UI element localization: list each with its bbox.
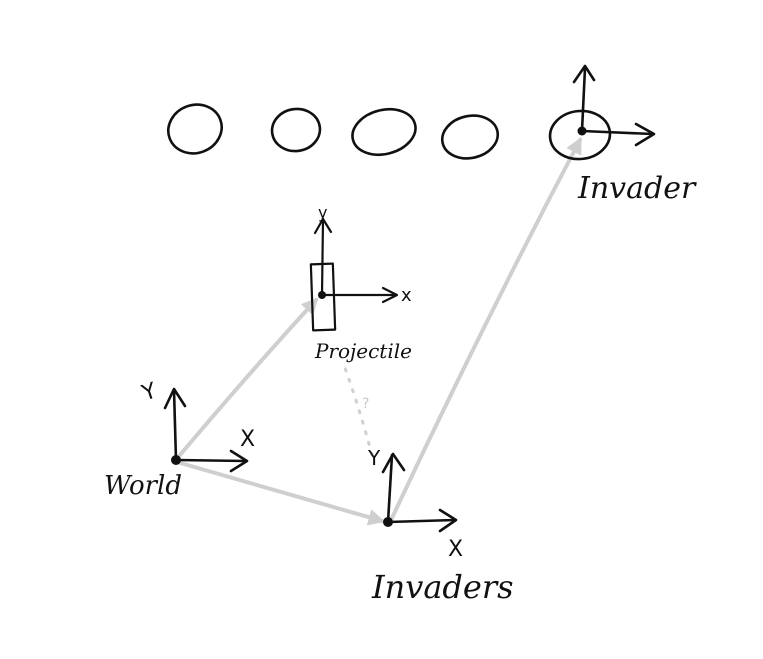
world-y-label: Y xyxy=(138,378,160,406)
world-x-axis xyxy=(174,458,248,463)
invader-row xyxy=(167,103,612,161)
relation-arrows: ? xyxy=(175,137,582,526)
relation-world-to-projectile xyxy=(178,297,319,457)
frame-world: Y X World xyxy=(104,378,255,501)
projectile-y-label: y xyxy=(318,203,327,222)
invader-circle-1 xyxy=(167,103,223,155)
relation-question-mark: ? xyxy=(362,396,369,412)
world-y-arrowhead xyxy=(163,387,187,410)
world-y-axis xyxy=(172,388,178,462)
invaders-x-arrowhead xyxy=(438,508,458,533)
invader-y-axis xyxy=(580,66,587,133)
invader-x-axis xyxy=(580,129,655,136)
invader-y-arrowhead xyxy=(572,64,596,84)
world-x-arrowhead xyxy=(229,449,249,473)
invader-circle-2 xyxy=(270,107,322,153)
invaders-y-arrowhead xyxy=(381,452,406,474)
projectile-label: Projectile xyxy=(314,339,412,363)
projectile-x-label: x xyxy=(401,285,412,306)
frame-invaders: Y X Invaders xyxy=(367,446,514,606)
projectile-y-arrowhead xyxy=(313,217,333,235)
invader-circle-4 xyxy=(440,114,500,160)
invaders-y-label: Y xyxy=(367,446,381,470)
invader-label: Invader xyxy=(577,171,697,206)
invaders-x-axis xyxy=(386,518,457,524)
invaders-x-label: X xyxy=(448,537,463,562)
relation-invaders-to-projectile xyxy=(343,366,374,457)
invader-x-arrowhead xyxy=(634,122,656,147)
world-x-label: X xyxy=(240,427,255,452)
invaders-label: Invaders xyxy=(371,568,514,606)
relation-world-to-invaders xyxy=(175,460,386,526)
projectile-y-axis xyxy=(320,218,325,297)
relation-invaders-to-invader xyxy=(390,137,582,520)
invaders-y-axis xyxy=(386,453,394,524)
frame-projectile: y x Projectile xyxy=(309,203,412,363)
invader-circle-3 xyxy=(351,107,417,157)
frame-invader: Invader xyxy=(572,64,697,206)
world-label: World xyxy=(104,471,182,501)
projectile-x-arrowhead xyxy=(381,286,399,304)
